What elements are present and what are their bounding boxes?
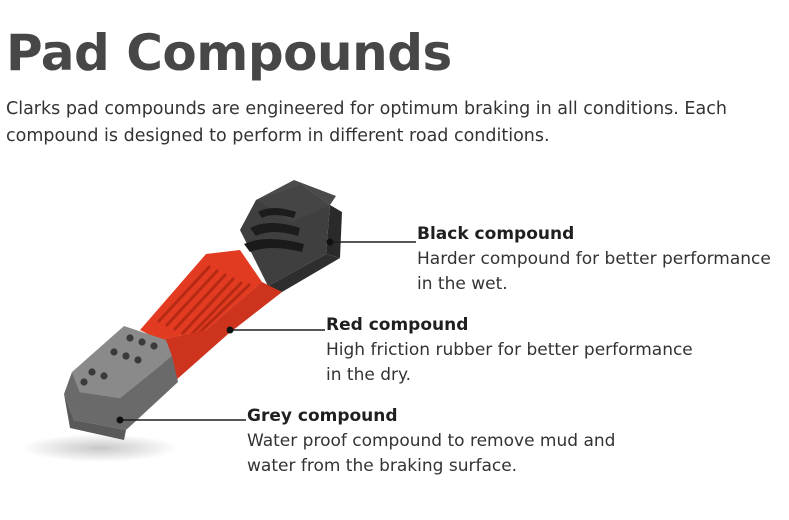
- pad-shadow: [22, 434, 178, 462]
- red-compound-description: High friction rubber for better performa…: [326, 340, 693, 385]
- callout-grey-compound: Grey compound Water proof compound to re…: [247, 404, 615, 479]
- marker-grey: [116, 416, 124, 424]
- red-compound-title: Red compound: [326, 315, 469, 335]
- page-title: Pad Compounds: [6, 24, 452, 82]
- black-compound-title: Black compound: [417, 224, 575, 244]
- black-compound-description: Harder compound for better performance i…: [417, 249, 771, 294]
- leader-line-red: [226, 326, 325, 334]
- red-compound-section: [140, 250, 282, 380]
- marker-black: [326, 238, 334, 246]
- leader-line-black: [326, 238, 416, 246]
- grey-compound-description: Water proof compound to remove mud and w…: [247, 431, 616, 476]
- callout-red-compound: Red compound High friction rubber for be…: [326, 313, 693, 388]
- black-compound-section: [240, 180, 342, 292]
- grey-compound-title: Grey compound: [247, 406, 398, 426]
- callout-black-compound: Black compound Harder compound for bette…: [417, 222, 771, 297]
- intro-text: Clarks pad compounds are engineered for …: [6, 99, 727, 146]
- leader-line-grey: [116, 416, 246, 424]
- marker-red: [226, 326, 234, 334]
- grey-compound-section: [64, 326, 178, 440]
